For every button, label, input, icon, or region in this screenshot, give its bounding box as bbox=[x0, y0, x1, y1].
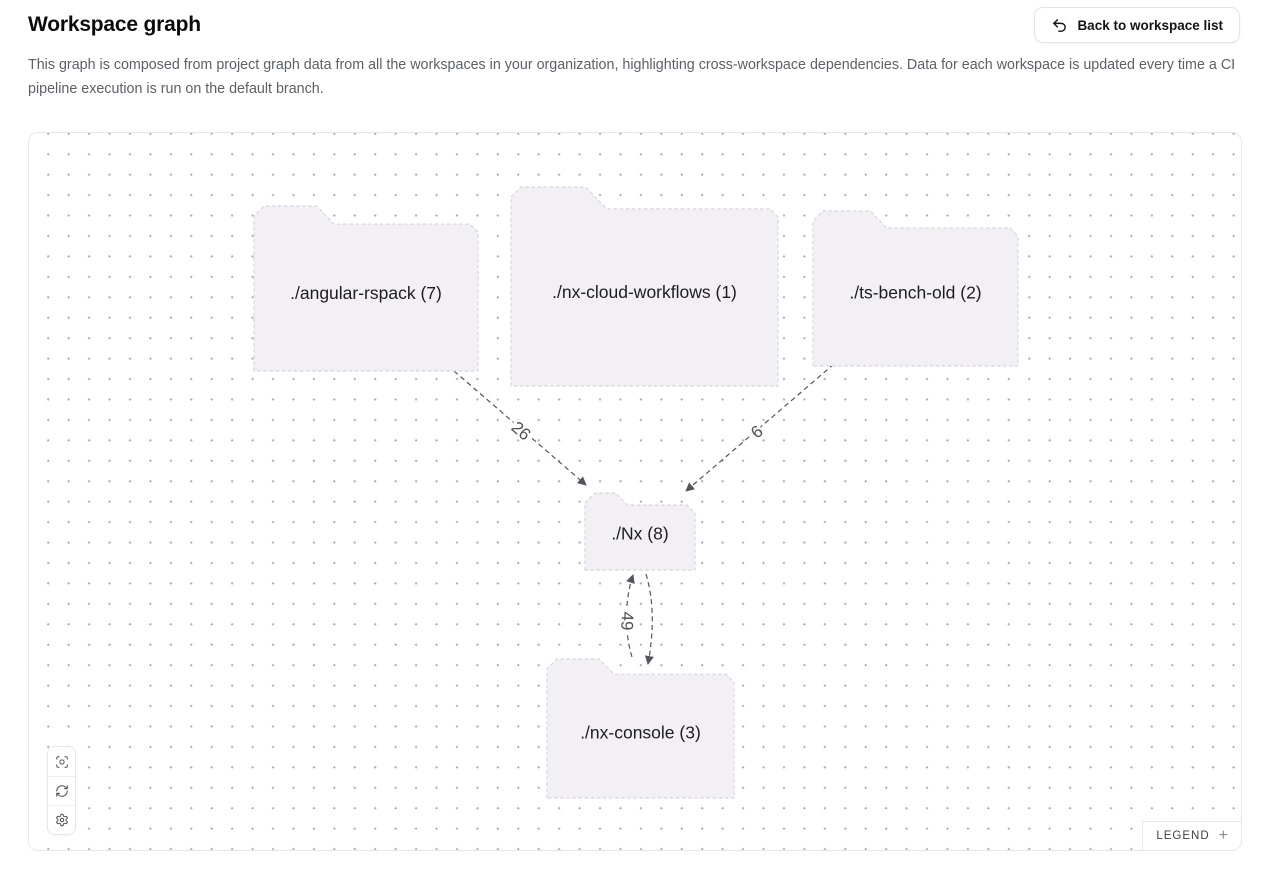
workspace-node-angular-rspack[interactable]: ./angular-rspack (7) bbox=[253, 205, 479, 372]
back-to-workspace-list-button[interactable]: Back to workspace list bbox=[1034, 7, 1240, 43]
settings-button[interactable] bbox=[48, 805, 75, 834]
edge-angular-rspack-to-nx bbox=[453, 370, 587, 486]
legend-toggle[interactable]: LEGEND + bbox=[1142, 821, 1241, 850]
edge-count-angular-rspack-to-nx: 26 bbox=[508, 418, 535, 445]
folder-shape bbox=[546, 658, 735, 799]
fit-view-icon bbox=[55, 755, 69, 769]
folder-shape bbox=[584, 492, 696, 571]
undo-arrow-icon bbox=[1051, 17, 1068, 34]
workspace-node-nx[interactable]: ./Nx (8) bbox=[584, 492, 696, 571]
folder-shape bbox=[510, 186, 779, 387]
back-button-label: Back to workspace list bbox=[1077, 17, 1223, 33]
node-label: ./nx-console (3) bbox=[580, 722, 701, 742]
edge-count-ts-bench-old-to-nx: 6 bbox=[747, 422, 767, 443]
page-header: Workspace graph Back to workspace list T… bbox=[28, 7, 1240, 101]
workspace-node-ts-bench-old[interactable]: ./ts-bench-old (2) bbox=[812, 210, 1019, 367]
edge-count-nx-console-to-nx: 49 bbox=[617, 611, 637, 631]
edge-nx-console-to-nx bbox=[645, 573, 654, 665]
workspace-node-nx-cloud-workflows[interactable]: ./nx-cloud-workflows (1) bbox=[510, 186, 779, 387]
graph-svg: 26 6 49 ./angular-rspack (7) ./nx-cloud-wor… bbox=[253, 186, 1019, 799]
edge-ts-bench-old-to-nx bbox=[685, 363, 835, 492]
node-label: ./nx-cloud-workflows (1) bbox=[552, 282, 737, 302]
node-label: ./ts-bench-old (2) bbox=[849, 283, 981, 303]
folder-shape bbox=[812, 210, 1019, 367]
refresh-button[interactable] bbox=[48, 776, 75, 805]
plus-icon: + bbox=[1218, 827, 1228, 844]
graph-canvas[interactable]: 26 6 49 ./angular-rspack (7) ./nx-cloud-wor… bbox=[28, 132, 1242, 851]
page-description: This graph is composed from project grap… bbox=[28, 57, 1236, 97]
fit-view-button[interactable] bbox=[48, 747, 75, 776]
page-title: Workspace graph bbox=[28, 13, 201, 36]
workspace-node-nx-console[interactable]: ./nx-console (3) bbox=[546, 658, 735, 799]
node-label: ./Nx (8) bbox=[611, 524, 668, 544]
settings-icon bbox=[55, 813, 69, 827]
graph-toolbar bbox=[47, 746, 76, 835]
refresh-icon bbox=[55, 784, 69, 798]
legend-label: LEGEND bbox=[1156, 830, 1210, 842]
folder-shape bbox=[253, 205, 479, 372]
node-label: ./angular-rspack (7) bbox=[290, 283, 442, 303]
nodes-layer: ./angular-rspack (7) ./nx-cloud-workflows… bbox=[253, 186, 1019, 799]
